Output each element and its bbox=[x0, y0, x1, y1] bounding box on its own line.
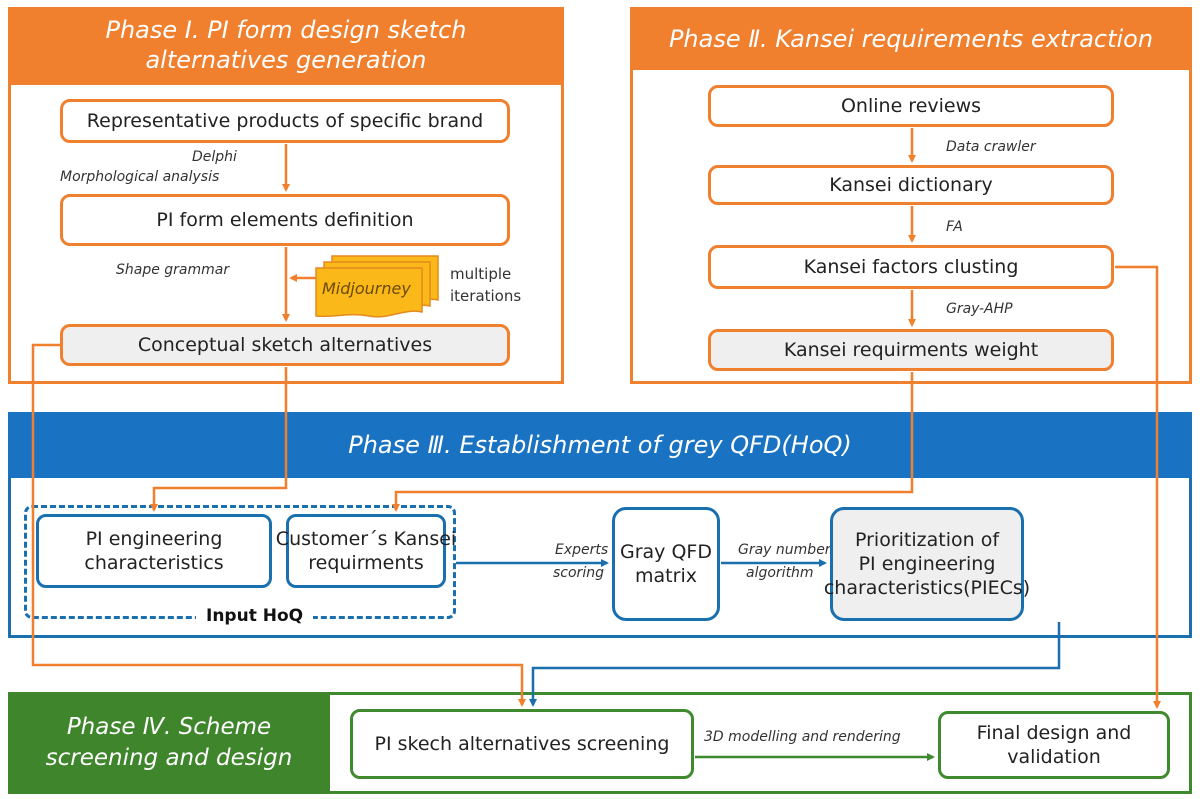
phase4-title-line2: screening and design bbox=[45, 745, 293, 771]
box-final-design-validation[interactable]: Final design and validation bbox=[938, 711, 1170, 779]
box-label: Kansei dictionary bbox=[829, 174, 993, 196]
box-label-line2: PI engineering bbox=[858, 553, 996, 575]
box-kansei-requirments-weight[interactable]: Kansei requirments weight bbox=[708, 329, 1114, 371]
phase1-title-line2: alternatives generation bbox=[145, 46, 427, 74]
phase2-header: Phase Ⅱ. Kansei requirements extraction bbox=[630, 7, 1192, 70]
label-gray-number: Gray number bbox=[738, 542, 831, 558]
box-label-line2: requirments bbox=[308, 552, 424, 574]
label-gray-ahp: Gray-AHP bbox=[946, 301, 1013, 317]
label-fa: FA bbox=[946, 219, 963, 235]
box-label: PI form elements definition bbox=[156, 209, 414, 231]
box-label: Conceptual sketch alternatives bbox=[137, 334, 433, 356]
box-kansei-factors-clusting[interactable]: Kansei factors clusting bbox=[708, 245, 1114, 289]
label-morphological-analysis: Morphological analysis bbox=[60, 169, 220, 185]
box-label-line2: characteristics bbox=[84, 552, 224, 574]
box-label-line1: PI engineering bbox=[85, 528, 223, 550]
label-data-crawler: Data crawler bbox=[946, 139, 1036, 155]
box-label: Representative products of specific bran… bbox=[86, 110, 484, 132]
box-label-line2: matrix bbox=[635, 565, 697, 587]
label-iterations: iterations bbox=[450, 287, 522, 305]
box-prioritization-piecs[interactable]: Prioritization of PI engineering charact… bbox=[824, 507, 1030, 621]
box-pi-form-elements[interactable]: PI form elements definition bbox=[60, 194, 510, 246]
box-label-line1: Gray QFD bbox=[620, 541, 712, 563]
box-conceptual-sketch-alternatives[interactable]: Conceptual sketch alternatives bbox=[60, 324, 510, 366]
box-label-line1: Customer´s Kansei bbox=[275, 528, 457, 550]
label-midjourney: Midjourney bbox=[322, 279, 411, 298]
phase3-header: Phase Ⅲ. Establishment of grey QFD(HoQ) bbox=[8, 412, 1192, 478]
phase4-header: Phase Ⅳ. Scheme screening and design bbox=[8, 692, 330, 794]
box-label-line2: validation bbox=[1007, 746, 1101, 768]
box-kansei-dictionary[interactable]: Kansei dictionary bbox=[708, 165, 1114, 205]
box-gray-qfd-matrix[interactable]: Gray QFD matrix bbox=[612, 507, 720, 621]
phase2-title: Phase Ⅱ. Kansei requirements extraction bbox=[668, 24, 1154, 53]
label-shape-grammar: Shape grammar bbox=[116, 262, 230, 278]
box-label: PI skech alternatives screening bbox=[374, 733, 670, 755]
box-pi-sketch-alternatives-screening[interactable]: PI skech alternatives screening bbox=[350, 709, 694, 779]
box-label-line1: Prioritization of bbox=[854, 529, 1000, 551]
label-algorithm: algorithm bbox=[746, 565, 814, 581]
phase1-header: Phase Ⅰ. PI form design sketch alternati… bbox=[8, 7, 564, 85]
label-3d-modelling: 3D modelling and rendering bbox=[704, 729, 901, 745]
phase1-title-line1: Phase Ⅰ. PI form design sketch bbox=[105, 16, 467, 44]
label-multiple: multiple bbox=[450, 265, 512, 283]
box-representative-products[interactable]: Representative products of specific bran… bbox=[60, 99, 510, 143]
box-label: Kansei requirments weight bbox=[783, 339, 1039, 361]
box-label: Kansei factors clusting bbox=[803, 256, 1019, 278]
box-label: Online reviews bbox=[840, 95, 982, 117]
box-label-line1: Final design and bbox=[976, 722, 1132, 744]
midjourney-doc-stack-icon bbox=[315, 255, 439, 318]
box-pi-engineering-characteristics[interactable]: PI engineering characteristics bbox=[36, 514, 272, 588]
label-delphi: Delphi bbox=[192, 149, 237, 165]
box-online-reviews[interactable]: Online reviews bbox=[708, 85, 1114, 127]
label-scoring: scoring bbox=[553, 565, 604, 581]
box-customer-kansei-requirments[interactable]: Customer´s Kansei requirments bbox=[276, 514, 456, 588]
phase3-title: Phase Ⅲ. Establishment of grey QFD(HoQ) bbox=[348, 431, 852, 459]
phase4-title-line1: Phase Ⅳ. Scheme bbox=[66, 714, 272, 740]
input-hoq-label: Input HoQ bbox=[196, 606, 314, 626]
box-label-line3: characteristics(PIECs) bbox=[823, 577, 1031, 599]
label-experts: Experts bbox=[555, 542, 609, 558]
